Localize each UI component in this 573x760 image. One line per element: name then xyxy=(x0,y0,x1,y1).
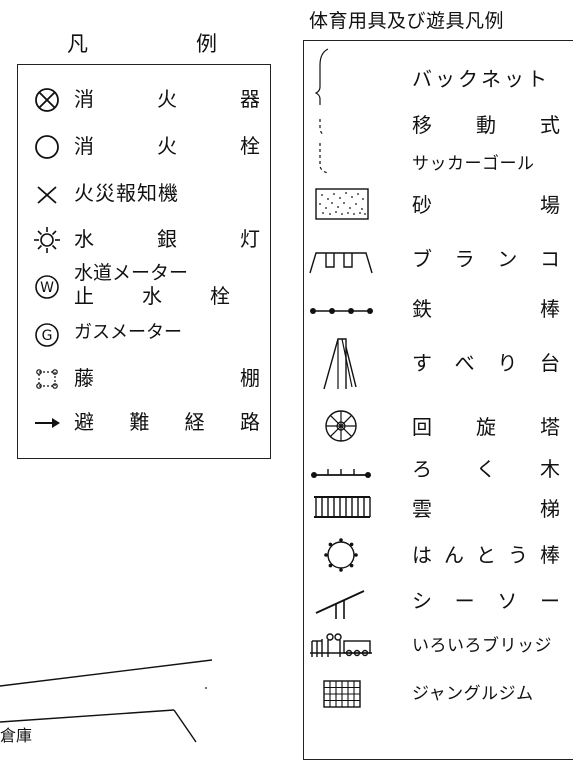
sandpit-icon xyxy=(315,188,369,220)
equipment-item-jungle-gym: ジャングルジム xyxy=(304,671,573,715)
equipment-label-monkey-bars: 雲梯 xyxy=(412,497,560,521)
seesaw-icon xyxy=(315,590,365,619)
slide-icon xyxy=(323,338,357,390)
various-bridge-icon xyxy=(310,633,372,657)
legend-title-left: 凡 xyxy=(67,32,88,56)
gas-meter-icon: G xyxy=(35,323,59,347)
backstop-net-icon xyxy=(314,48,329,174)
equipment-label-log: ろく木 xyxy=(412,457,560,481)
equipment-item-rotating-tower: 回旋塔 xyxy=(304,403,573,447)
fire-extinguisher-icon xyxy=(35,88,59,112)
hanto-bar-icon xyxy=(324,538,358,572)
equipment-item-backstop-net: バックネット xyxy=(304,55,573,99)
equipment-item-log: ろく木 xyxy=(304,445,573,489)
equipment-item-seesaw: シーソー xyxy=(304,577,573,621)
equipment-label-backstop-net: バックネット xyxy=(412,67,550,91)
water-meter-icon: W xyxy=(35,275,59,299)
legend-label-water-meter-line1: 水道メーター xyxy=(74,262,189,284)
equipment-label-sandpit: 砂場 xyxy=(412,193,560,217)
equipment-label-movable: 移動式 xyxy=(412,113,560,137)
legend-label-evacuation-route: 避難経路 xyxy=(74,410,260,434)
jungle-gym-icon xyxy=(323,680,361,708)
svg-text:G: G xyxy=(42,328,53,344)
evacuation-route-icon xyxy=(35,418,60,428)
equipment-label-various-bridge: いろいろブリッジ xyxy=(412,636,552,656)
equipment-legend-title: 体育用具及び遊具凡例 xyxy=(309,10,505,32)
storage-label: 倉庫 xyxy=(0,726,33,745)
equipment-item-swing: ブランコ xyxy=(304,235,573,279)
equipment-item-movable: 移動式 xyxy=(304,101,573,145)
fire-hydrant-icon xyxy=(35,135,59,159)
equipment-label-soccer-goal: サッカーゴール xyxy=(412,154,535,174)
legend-label-fire-alarm: 火災報知機 xyxy=(74,181,179,205)
iron-bar-icon xyxy=(310,308,373,314)
equipment-label-hanto-bar: はんとう棒 xyxy=(412,543,560,567)
legend-item-wisteria-trellis: 藤棚 xyxy=(18,358,270,398)
legend-item-fire-hydrant: 消火栓 xyxy=(18,126,270,166)
legend-item-mercury-lamp: 水銀灯 xyxy=(18,219,270,259)
equipment-item-slide: すべり台 xyxy=(304,331,573,391)
equipment-label-iron-bar: 鉄棒 xyxy=(412,297,560,321)
legend-item-fire-extinguisher: 消火器 xyxy=(18,79,270,119)
swing-icon xyxy=(309,252,373,274)
rotating-tower-icon xyxy=(325,410,357,442)
log-icon xyxy=(311,469,371,478)
equipment-item-various-bridge: いろいろブリッジ xyxy=(304,623,573,667)
equipment-label-slide: すべり台 xyxy=(412,351,560,375)
legend-label-mercury-lamp: 水銀灯 xyxy=(74,227,260,251)
equipment-item-hanto-bar: はんとう棒 xyxy=(304,531,573,575)
equipment-label-rotating-tower: 回旋塔 xyxy=(412,415,560,439)
equipment-item-sandpit: 砂場 xyxy=(304,181,573,225)
legend-label-gas-meter: ガスメーター xyxy=(74,322,182,343)
equipment-label-seesaw: シーソー xyxy=(412,589,560,613)
wisteria-trellis-icon xyxy=(36,369,58,389)
legend-title-right: 例 xyxy=(196,32,217,56)
legend-title: 凡 例 xyxy=(0,28,300,58)
equipment-item-soccer-goal: サッカーゴール xyxy=(304,141,573,185)
equipment-legend-box: バックネット 移動式 サッカーゴール 砂場 xyxy=(303,40,573,760)
mercury-lamp-icon xyxy=(34,227,60,253)
monkey-bars-icon xyxy=(314,496,371,518)
fire-alarm-icon xyxy=(37,186,57,204)
legend-label-fire-extinguisher: 消火器 xyxy=(74,87,260,111)
equipment-label-jungle-gym: ジャングルジム xyxy=(412,684,534,704)
legend-item-evacuation-route: 避難経路 xyxy=(18,402,270,442)
legend-item-fire-alarm: 火災報知機 xyxy=(18,173,270,213)
legend-label-water-meter-line2: 止水栓 xyxy=(74,284,230,308)
legend-box: 消火器 消火栓 火災報知機 xyxy=(17,64,271,459)
legend-label-wisteria-trellis: 藤棚 xyxy=(74,366,260,390)
legend-item-gas-meter: G ガスメーター xyxy=(18,314,270,354)
equipment-item-monkey-bars: 雲梯 xyxy=(304,485,573,529)
equipment-item-iron-bar: 鉄棒 xyxy=(304,285,573,329)
map-fragment xyxy=(0,659,213,743)
equipment-label-swing: ブランコ xyxy=(412,247,560,271)
svg-text:W: W xyxy=(40,280,54,296)
legend-label-fire-hydrant: 消火栓 xyxy=(74,134,260,158)
legend-item-water-meter: W 水道メーター 止水栓 xyxy=(18,258,270,318)
